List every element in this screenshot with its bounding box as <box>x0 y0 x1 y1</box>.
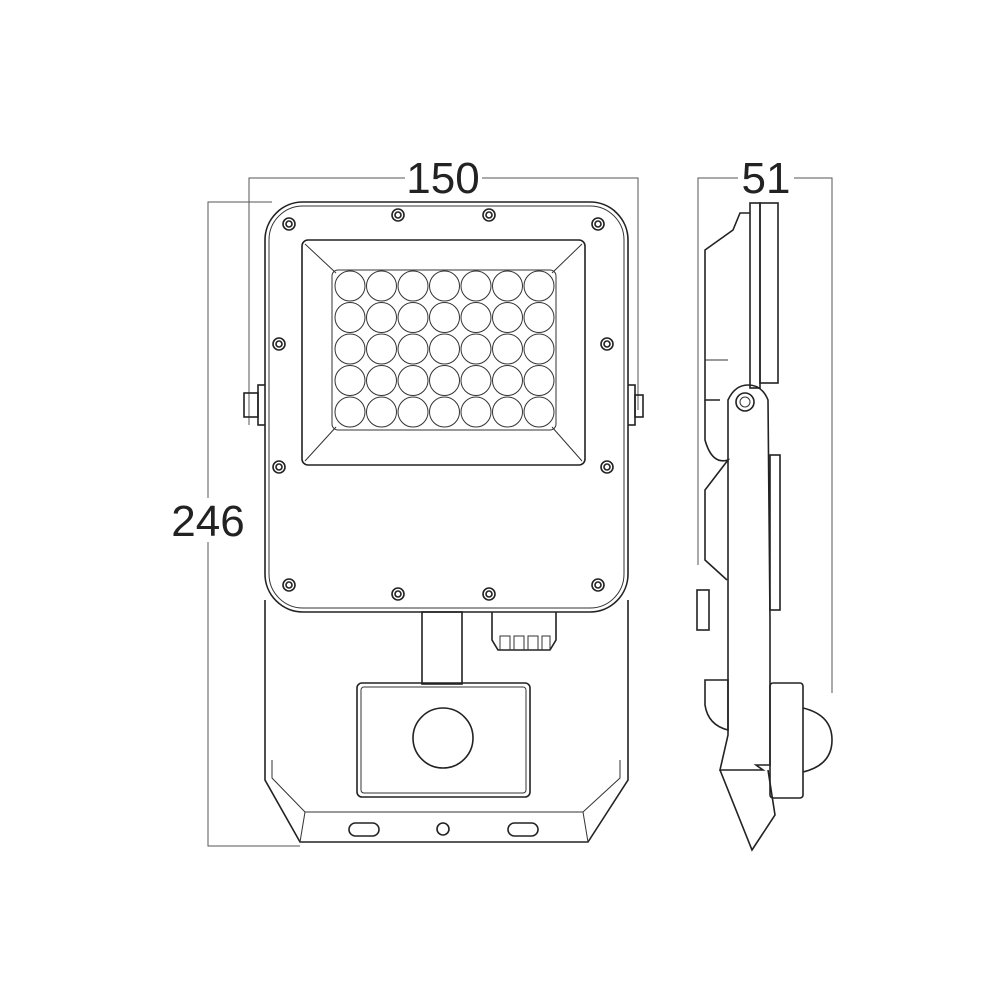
screw-icon <box>272 460 286 474</box>
led <box>460 365 492 396</box>
led <box>334 396 366 428</box>
lower-body <box>264 600 629 843</box>
led <box>397 396 429 428</box>
led <box>429 302 460 333</box>
led <box>492 333 523 365</box>
side-sensor-dome <box>802 707 833 773</box>
led <box>523 365 555 396</box>
height-dimension: 246 <box>171 201 300 847</box>
housing-inner <box>268 205 625 609</box>
side-mount-foot <box>719 769 776 852</box>
screw-icon <box>591 217 605 231</box>
screw-icon <box>391 208 405 222</box>
led <box>429 365 460 396</box>
led <box>334 270 366 302</box>
front-view <box>243 201 644 843</box>
width-dimension: 150 <box>248 154 639 425</box>
led <box>460 270 492 302</box>
connector-teeth <box>499 635 551 650</box>
housing-outer <box>264 201 629 613</box>
screw-icon <box>282 217 296 231</box>
led <box>492 270 523 302</box>
led <box>523 396 555 428</box>
led <box>397 365 429 396</box>
led <box>429 270 460 302</box>
mounting-hole <box>436 822 450 836</box>
bezel <box>301 239 586 466</box>
left-pivot-knob <box>243 392 259 418</box>
screw-icon <box>272 337 286 351</box>
led <box>460 333 492 365</box>
mounting-slot-left <box>348 822 380 837</box>
led <box>366 270 397 302</box>
depth-dimension: 51 <box>697 154 833 693</box>
side-heatsink <box>704 212 750 401</box>
led-panel <box>331 269 557 431</box>
height-label: 246 <box>171 497 244 546</box>
screws <box>272 208 614 601</box>
led <box>460 396 492 428</box>
led <box>429 333 460 365</box>
screw-icon <box>391 587 405 601</box>
side-housing-front <box>759 202 779 384</box>
led <box>397 270 429 302</box>
screw-icon <box>482 587 496 601</box>
right-pivot-knob <box>634 394 644 418</box>
led <box>366 396 397 428</box>
led <box>429 396 460 428</box>
led <box>523 333 555 365</box>
led <box>366 365 397 396</box>
led <box>492 396 523 428</box>
screw-icon <box>282 578 296 592</box>
led <box>366 302 397 333</box>
screw-icon <box>600 460 614 474</box>
led <box>460 302 492 333</box>
side-view <box>696 202 833 852</box>
led <box>334 302 366 333</box>
side-front-glass <box>749 202 761 389</box>
side-rear-cap <box>704 679 729 732</box>
led <box>397 333 429 365</box>
led <box>334 333 366 365</box>
mounting-slot-right <box>507 822 539 837</box>
led <box>334 365 366 396</box>
side-back <box>704 400 731 581</box>
led <box>523 302 555 333</box>
screw-icon <box>591 578 605 592</box>
lower-body-chamfer <box>271 760 621 813</box>
led-array <box>334 270 555 428</box>
led <box>366 333 397 365</box>
screw-icon <box>482 208 496 222</box>
led <box>492 365 523 396</box>
side-bracket-arm <box>718 384 771 771</box>
depth-label: 51 <box>742 154 791 203</box>
screw-icon <box>600 337 614 351</box>
side-housing-lower <box>769 454 781 611</box>
side-pivot-bolt <box>735 392 755 412</box>
led <box>397 302 429 333</box>
side-sensor-box <box>769 682 804 799</box>
sensor-neck <box>421 611 463 685</box>
motion-sensor-lens <box>412 707 474 769</box>
side-connector <box>696 589 710 631</box>
sensor-box <box>356 682 531 798</box>
led <box>523 270 555 302</box>
led <box>492 302 523 333</box>
width-label: 150 <box>406 154 479 203</box>
